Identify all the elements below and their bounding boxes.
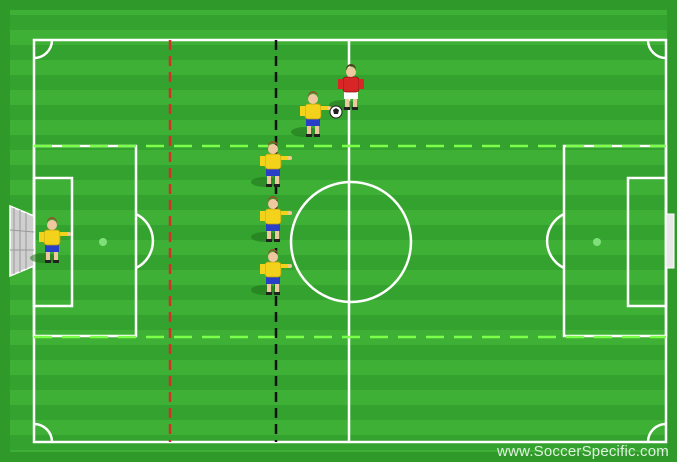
left-penalty-spot (99, 238, 107, 246)
left-goal-net (10, 206, 34, 276)
right-penalty-spot (593, 238, 601, 246)
site-watermark: www.SoccerSpecific.com (497, 443, 669, 460)
soccer-ball-icon (330, 106, 342, 118)
grass-stripes (10, 10, 667, 452)
right-goal (666, 214, 674, 268)
